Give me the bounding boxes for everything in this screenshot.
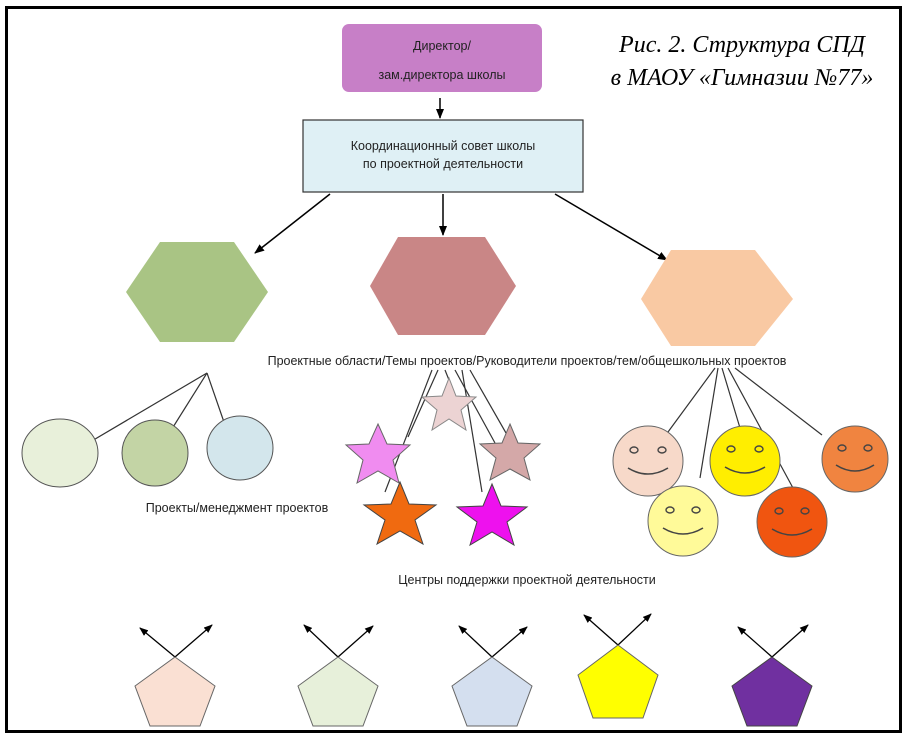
pentagon-purple bbox=[731, 656, 813, 727]
arrow-council-to-hex-right bbox=[554, 193, 668, 261]
circle-green bbox=[121, 419, 189, 487]
director-box bbox=[342, 24, 542, 92]
circle-connector-lines bbox=[84, 372, 226, 446]
smiley-light-yellow bbox=[647, 485, 719, 557]
star-orange bbox=[362, 480, 438, 546]
figure-caption-line2: в МАОУ «Гимназии №77» bbox=[611, 65, 874, 91]
smiley-peach bbox=[612, 425, 684, 497]
director-label-line2: зам.директора школы bbox=[378, 68, 505, 82]
circle-light-green bbox=[21, 418, 99, 488]
projects-label: Проекты/менеджмент проектов bbox=[146, 501, 329, 515]
pentagon-arrows bbox=[139, 613, 809, 658]
hexagon-green bbox=[126, 242, 268, 342]
smiley-orange bbox=[821, 425, 889, 493]
pentagon-yellow bbox=[577, 644, 659, 719]
smiley-yellow bbox=[709, 425, 781, 497]
arrow-council-to-hex-left bbox=[254, 193, 331, 254]
smiley-connector-lines bbox=[667, 367, 823, 489]
support-centers-label: Центры поддержки проектной деятельности bbox=[398, 573, 656, 587]
council-label-line1: Координационный совет школы bbox=[351, 139, 536, 153]
star-connector-lines bbox=[384, 369, 511, 493]
star-pink bbox=[344, 422, 412, 485]
star-rose bbox=[478, 422, 542, 482]
figure-caption-line1: Рис. 2. Структура СПД bbox=[618, 32, 867, 58]
council-label-line2: по проектной деятельности bbox=[363, 157, 523, 171]
smiley-red-orange bbox=[756, 486, 828, 558]
pentagon-blue bbox=[451, 656, 533, 727]
pentagon-green bbox=[297, 656, 379, 727]
hexagon-rose bbox=[370, 237, 516, 335]
circle-blue bbox=[206, 415, 274, 481]
pentagon-peach bbox=[134, 656, 216, 727]
star-magenta bbox=[455, 482, 529, 547]
diagram-frame bbox=[5, 6, 902, 733]
star-light-rose bbox=[420, 376, 478, 432]
council-box bbox=[302, 119, 584, 193]
director-label-line1: Директор/ bbox=[413, 39, 471, 53]
hexagon-peach bbox=[641, 250, 793, 346]
project-areas-label: Проектные области/Темы проектов/Руководи… bbox=[268, 354, 787, 368]
